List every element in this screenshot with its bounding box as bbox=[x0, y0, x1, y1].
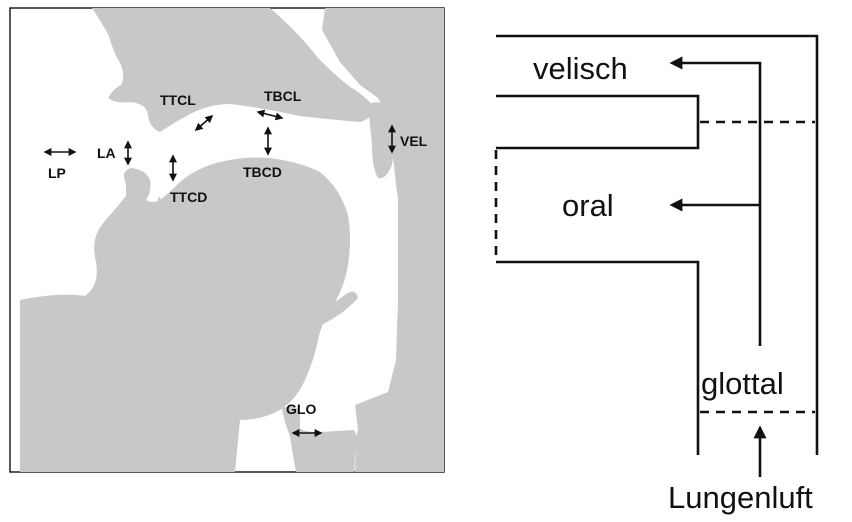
upper-head-palate bbox=[92, 8, 376, 132]
tube-inner-wall bbox=[496, 260, 700, 455]
label-glo: GLO bbox=[286, 401, 316, 417]
tongue-jaw bbox=[20, 157, 350, 472]
label-la: LA bbox=[97, 145, 116, 161]
tube-outer-wall bbox=[496, 34, 819, 455]
arrow-tbcl bbox=[256, 109, 284, 121]
epiglottis bbox=[296, 291, 358, 331]
label-tbcl: TBCL bbox=[264, 88, 302, 104]
larynx bbox=[282, 406, 357, 472]
label-vel: VEL bbox=[400, 133, 428, 149]
label-tbcd: TBCD bbox=[243, 164, 282, 180]
label-ttcd: TTCD bbox=[170, 189, 207, 205]
label-ttcl: TTCL bbox=[160, 92, 196, 108]
tube-nasal-floor bbox=[496, 94, 700, 150]
pharynx-back-wall bbox=[322, 8, 444, 472]
label-lp: LP bbox=[48, 165, 66, 181]
label-lungenluft: Lungenluft bbox=[668, 480, 813, 515]
vocal-tract-panel: TTCL TBCL LA LP VEL TTCD TBCD GLO bbox=[9, 7, 445, 473]
velum bbox=[368, 102, 394, 179]
airflow-main-line bbox=[669, 56, 762, 346]
label-velisch: velisch bbox=[533, 51, 628, 86]
label-glottal: glottal bbox=[701, 366, 784, 401]
tube-model: velisch oral glottal Lungenluft bbox=[494, 34, 819, 515]
lower-teeth bbox=[158, 196, 192, 228]
label-oral: oral bbox=[562, 188, 614, 223]
arrow-ttcl bbox=[194, 114, 214, 132]
